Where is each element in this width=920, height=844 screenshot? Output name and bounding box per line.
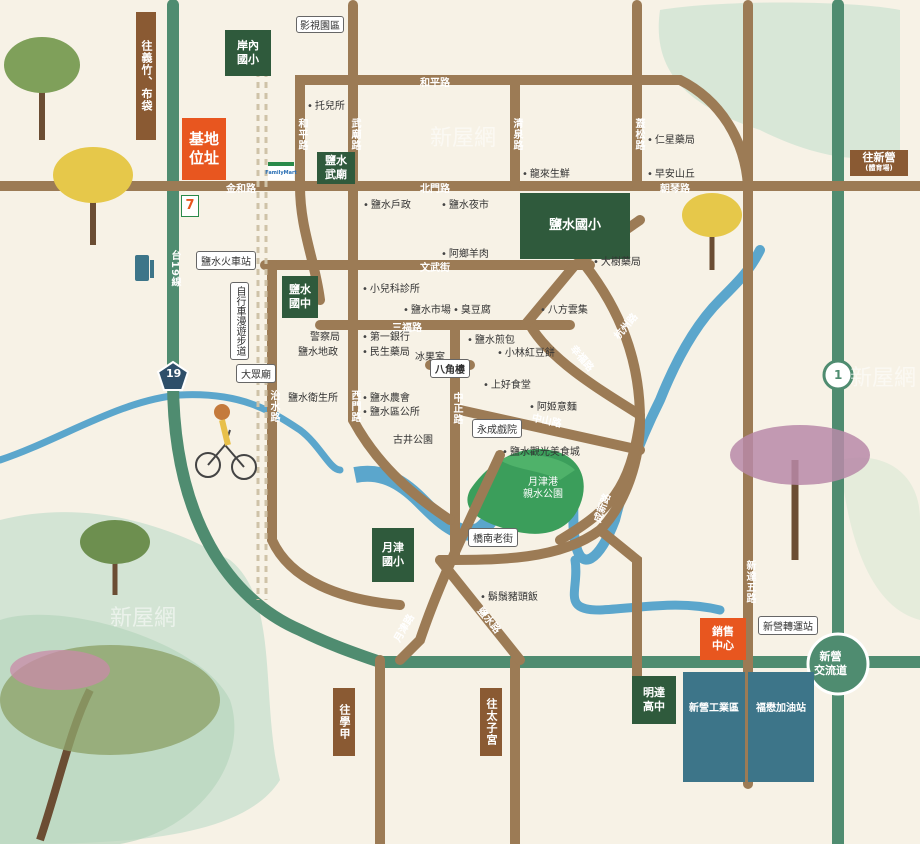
place-meishi: 鹽水觀光美食城	[502, 443, 580, 458]
place-park: 月津港 親水公園	[523, 477, 563, 500]
sales-label: 銷售 中心	[712, 625, 734, 652]
tag-station: 鹽水火車站	[196, 251, 256, 270]
place-amei: 阿姬意麵	[529, 398, 577, 413]
place-huhu: 鹽水戶政	[363, 196, 411, 211]
wumiao-box: 鹽水 武廟	[317, 152, 355, 184]
place-jianbao: 鹽水煎包	[467, 331, 515, 346]
road-jinhe: 金和路	[226, 184, 256, 195]
place-market: 鹽水市場	[403, 301, 451, 316]
place-zaoan: 早安山丘	[647, 165, 695, 180]
banner-xuejia: 往學甲	[333, 688, 355, 756]
road-zhishui: 治水路	[268, 390, 279, 423]
gas-station-box: 福懋加油站	[748, 672, 814, 782]
tag-yongcheng: 永成戲院	[472, 419, 522, 438]
place-dashu: 大樹藥局	[593, 253, 641, 268]
mingda-label: 明達 高中	[643, 686, 665, 713]
site-label: 基地 位址	[188, 130, 219, 167]
place-xiaoer: 小兒科診所	[362, 280, 420, 295]
road-heping-v: 和平路	[296, 118, 307, 151]
road-heping: 和平路	[420, 78, 450, 89]
place-renxing: 仁星藥局	[647, 131, 695, 146]
familymart-label: FamilyMart	[265, 170, 297, 176]
tag-bikeway: 自行車漫遊步道	[230, 282, 249, 360]
route-1-shield	[822, 359, 854, 391]
banner-taizi-label: 往太子宮	[485, 698, 498, 746]
yuejin-school-box: 月津 國小	[372, 528, 414, 582]
place-weisheng: 鹽水衛生所	[288, 393, 338, 404]
anei-school-box: 岸內 國小	[225, 30, 271, 76]
banner-xinying-sub: (體育場)	[865, 164, 893, 172]
yanshui-high-label: 鹽水 國中	[289, 283, 311, 310]
place-zhutou: 鬍鬚豬頭飯	[480, 588, 538, 603]
road-wensong: 蓋松路	[633, 118, 644, 151]
place-yingshi: 影視園區	[296, 16, 344, 33]
place-diyi: 第一銀行	[362, 328, 410, 343]
seven-eleven-icon: 7	[181, 195, 199, 217]
route-19-label: 19	[166, 367, 182, 380]
gas-station-icon	[135, 255, 154, 281]
place-police: 警察局	[310, 332, 340, 343]
route-19-shield	[156, 360, 190, 391]
road-chaoqin: 朝琴路	[660, 184, 690, 195]
place-minsheng: 民生藥局	[362, 343, 410, 358]
watermark-3: 新屋網	[850, 366, 917, 391]
banner-xinying-label: 往新營	[862, 151, 896, 164]
route-1-label: 1	[834, 368, 843, 382]
place-bafang: 八方雲集	[540, 301, 588, 316]
place-hongdou: 小林紅豆餅	[497, 344, 555, 359]
gas-label: 福懋加油站	[756, 703, 806, 714]
banner-xinying: 往新營(體育場)	[850, 150, 908, 176]
seven-label: 7	[185, 198, 195, 213]
yanshui-junior-box: 鹽水 國中	[282, 276, 318, 318]
cyclist-icon	[195, 404, 257, 480]
banner-xuejia-label: 往學甲	[338, 704, 351, 740]
place-tuoersuo: 托兒所	[307, 97, 345, 112]
tag-tiaonan: 橋南老街	[468, 528, 518, 547]
road-qingquan: 清泉路	[511, 118, 522, 151]
place-longlai: 龍來生鮮	[522, 165, 570, 180]
banner-yizhu-label: 往義竹、布袋	[140, 40, 153, 112]
place-shanghao: 上好食堂	[483, 376, 531, 391]
place-ayang: 阿鄉羊肉	[441, 245, 489, 260]
road-xinda5: 新達五路	[744, 560, 755, 604]
wumiao-label: 鹽水 武廟	[325, 154, 347, 181]
banner-yizhu: 往義竹、布袋	[136, 12, 156, 140]
yanshui-elementary-box: 鹽水國小	[520, 193, 630, 259]
road-beimen: 北門路	[420, 184, 450, 195]
familymart-icon: FamilyMart	[265, 162, 297, 180]
sales-center-box: 銷售 中心	[700, 618, 746, 660]
road-tai19: 台19線	[169, 250, 180, 288]
site-location-box: 基地 位址	[182, 118, 226, 180]
yanshui-school-label: 鹽水國小	[548, 218, 601, 233]
yuejin-label: 月津 國小	[382, 541, 404, 568]
place-bingguo: 冰果室	[415, 352, 445, 363]
watermark-2: 新屋網	[110, 606, 177, 631]
tag-dazhong: 大眾廟	[236, 364, 276, 383]
road-wenwu: 文武街	[420, 263, 450, 274]
interchange-marker	[806, 632, 870, 696]
anei-label: 岸內 國小	[237, 39, 259, 66]
place-nonghui: 鹽水農會	[362, 389, 410, 404]
industrial-label: 新營工業區	[689, 703, 739, 714]
place-yeshi: 鹽水夜市	[441, 196, 489, 211]
banner-taizi: 往太子宮	[480, 688, 502, 756]
industrial-zone-box: 新營工業區	[683, 672, 745, 782]
tag-xinying-stop: 新營轉運站	[758, 616, 818, 635]
road-zhongzheng: 中正路	[451, 392, 462, 425]
road-ximen: 西門路	[349, 390, 360, 423]
place-gongsuo: 鹽水區公所	[362, 403, 420, 418]
road-wumiao: 武廟路	[349, 118, 360, 151]
place-gujing: 古井公園	[393, 435, 433, 446]
mingda-box: 明達 高中	[632, 676, 676, 724]
tree-icon	[0, 37, 870, 842]
tag-bajiao: 八角樓	[430, 359, 470, 378]
place-dizheng: 鹽水地政	[298, 347, 338, 358]
place-choudoufu: 臭豆腐	[453, 301, 491, 316]
interchange-label: 新營 交流道	[814, 650, 847, 677]
watermark-1: 新屋網	[430, 126, 497, 151]
